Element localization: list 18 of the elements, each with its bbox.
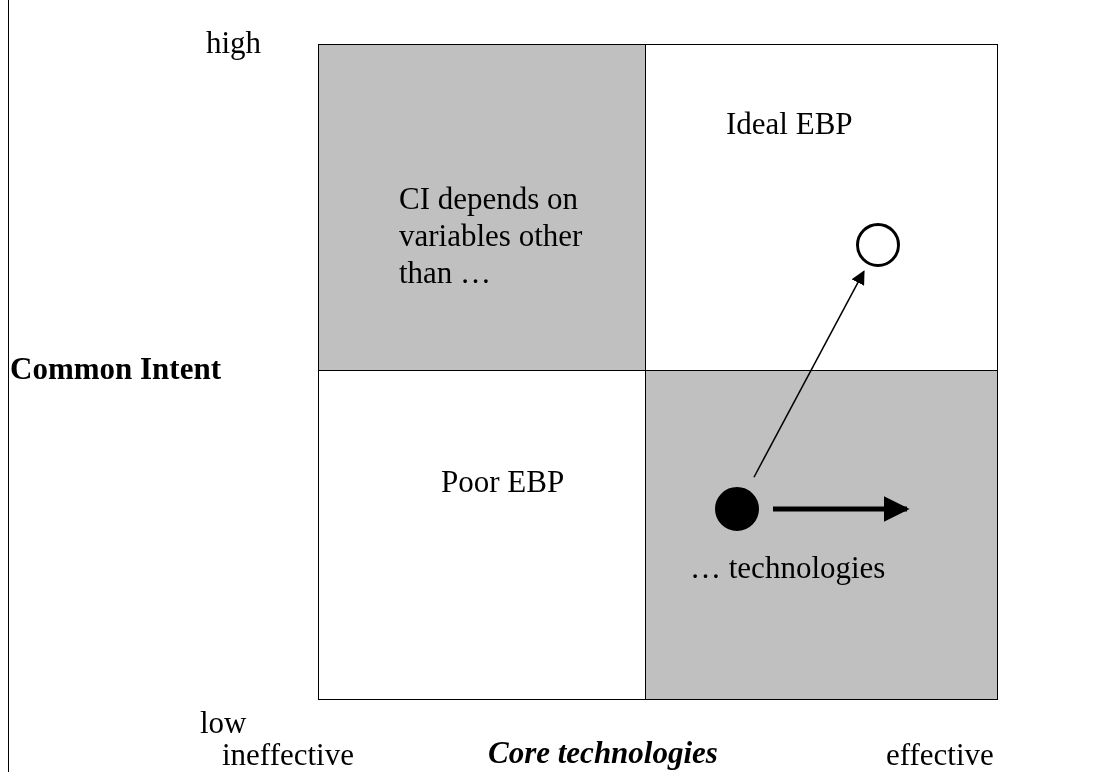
quadrant-text: Ideal EBP — [726, 105, 854, 143]
arrow — [753, 270, 865, 478]
arrow — [773, 496, 910, 522]
axis-tick-label: low — [200, 706, 247, 741]
quadrant-panel — [645, 44, 998, 371]
axis-tick-label: ineffective — [222, 738, 354, 772]
quadrant-text: … technologies — [690, 549, 887, 587]
quadrant-text: Poor EBP — [441, 463, 566, 501]
axis-tick-label: high — [206, 26, 262, 61]
quadrant-panel — [318, 370, 646, 700]
axis-tick-label: effective — [886, 738, 994, 772]
quadrant-text: CI depends on variables other than … — [399, 180, 584, 292]
hollow-circle — [856, 223, 900, 267]
quadrant-panel — [645, 370, 998, 700]
axis-title: Core technologies — [488, 736, 718, 771]
quadrant-panel — [318, 44, 646, 371]
filled-circle — [715, 487, 759, 531]
axis-title: Common Intent — [10, 352, 221, 387]
